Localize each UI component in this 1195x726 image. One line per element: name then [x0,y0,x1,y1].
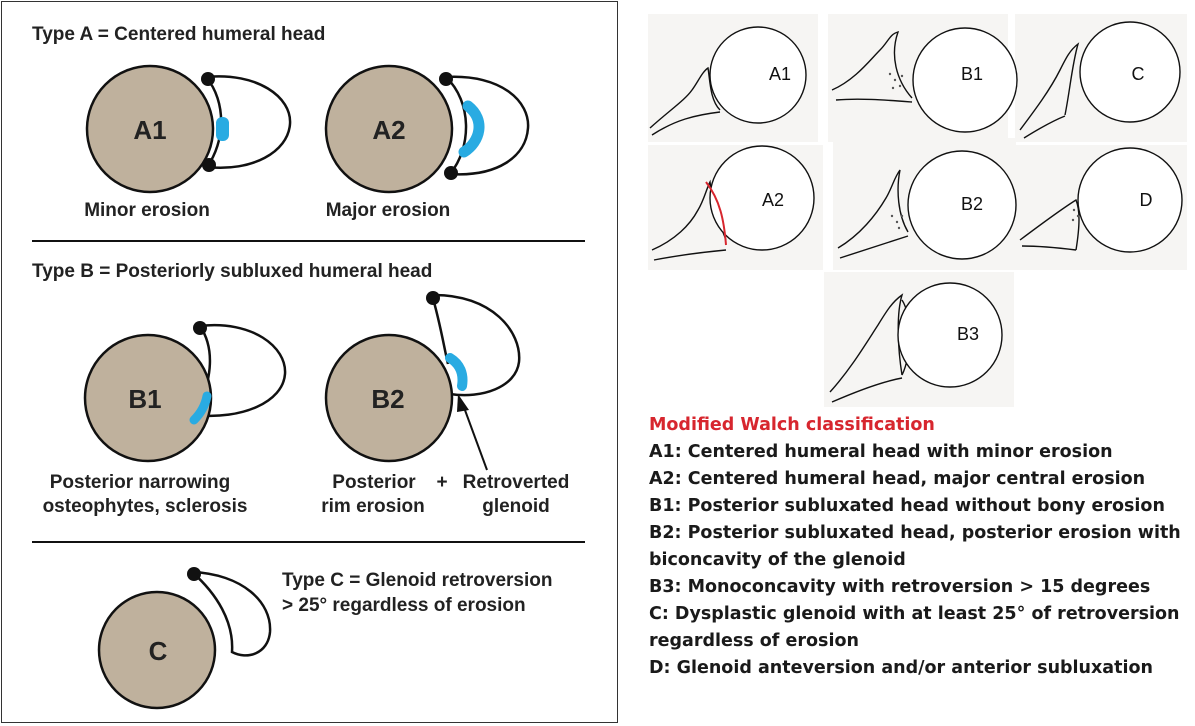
labrum-marker [193,321,207,335]
b2-caption2-line2: glenoid [482,496,550,517]
labrum-marker [444,166,458,180]
legend-item: B3: Monoconcavity with retroversion > 15… [649,577,1151,597]
b2-plus: + [436,472,447,493]
walch-sketch-panel: A1 B1 C A2 [640,10,1190,410]
type-a-heading: Type A = Centered humeral head [32,24,325,45]
legend-item: biconcavity of the glenoid [649,550,906,570]
c-sketch [1019,21,1181,139]
b2-schematic: B2 [324,291,521,471]
b3-sketch-label: B3 [957,324,979,344]
humeral-head [85,64,215,194]
b2-caption-line2: rim erosion [321,496,424,517]
type-c-heading-line2: > 25° regardless of erosion [282,595,526,616]
type-c-heading-line1: Type C = Glenoid retroversion [282,570,552,591]
walch-schematic-panel: Type A = Centered humeral head A1 Minor … [1,1,618,723]
legend-title: Modified Walch classification [649,415,935,435]
cartilage-erosion [458,100,485,158]
a1-sketch-label: A1 [769,64,791,84]
legend-item: B1: Posterior subluxated head without bo… [649,496,1165,516]
b1-label: B1 [128,384,161,414]
humeral-head [324,64,454,194]
schematic-drawing: Type A = Centered humeral head A1 Minor … [32,24,585,710]
labrum-marker [201,72,215,86]
type-b-heading: Type B = Posteriorly subluxed humeral he… [32,261,432,282]
a1-sketch [649,26,807,136]
arrowhead-icon [457,394,469,412]
a1-schematic: A1 [85,64,292,194]
arrow-line [461,401,488,471]
cartilage-erosion [216,117,229,141]
humeral-head [324,333,454,463]
c-label: C [149,636,168,666]
cartilage-erosion [189,391,212,425]
legend-item: A2: Centered humeral head, major central… [649,469,1146,489]
cartilage-erosion [445,353,468,391]
b2-sketch-label: B2 [961,194,983,214]
labrum-marker [426,291,440,305]
labrum-marker [187,567,201,581]
c-sketch-label: C [1132,64,1145,84]
sketch-drawing: A1 B1 C A2 [648,14,1187,407]
a1-label: A1 [133,115,166,145]
b2-label: B2 [371,384,404,414]
b2-caption2-line1: Retroverted [463,472,570,493]
d-sketch [1019,147,1183,253]
labrum-marker [439,72,453,86]
b1-caption-line1: Posterior narrowing [50,472,231,493]
legend-item: A1: Centered humeral head with minor ero… [649,442,1113,462]
legend-item: C: Dysplastic glenoid with at least 25° … [649,604,1180,624]
a2-label: A2 [372,115,405,145]
a1-caption: Minor erosion [84,200,210,221]
labrum-marker [202,158,216,172]
classification-legend: Modified Walch classification A1: Center… [649,412,1189,682]
legend-item: D: Glenoid anteversion and/or anterior s… [649,658,1153,678]
a2-sketch [651,145,815,261]
d-sketch-label: D [1140,190,1153,210]
a2-sketch-label: A2 [762,190,784,210]
b2-sketch [837,150,1017,260]
c-schematic: C [97,567,272,710]
legend-item: B2: Posterior subluxated head, posterior… [649,523,1181,543]
b2-caption-line1: Posterior [332,472,416,493]
legend-item: regardless of erosion [649,631,859,651]
b1-sketch [831,27,1018,133]
b1-sketch-label: B1 [961,64,983,84]
glenoid-line-red [705,181,727,246]
a2-schematic: A2 [324,64,530,194]
b1-schematic: B1 [83,321,287,463]
b1-caption-line2: osteophytes, sclerosis [43,496,248,517]
humeral-head [97,590,217,710]
b3-sketch [829,282,1003,403]
a2-caption: Major erosion [326,200,451,221]
